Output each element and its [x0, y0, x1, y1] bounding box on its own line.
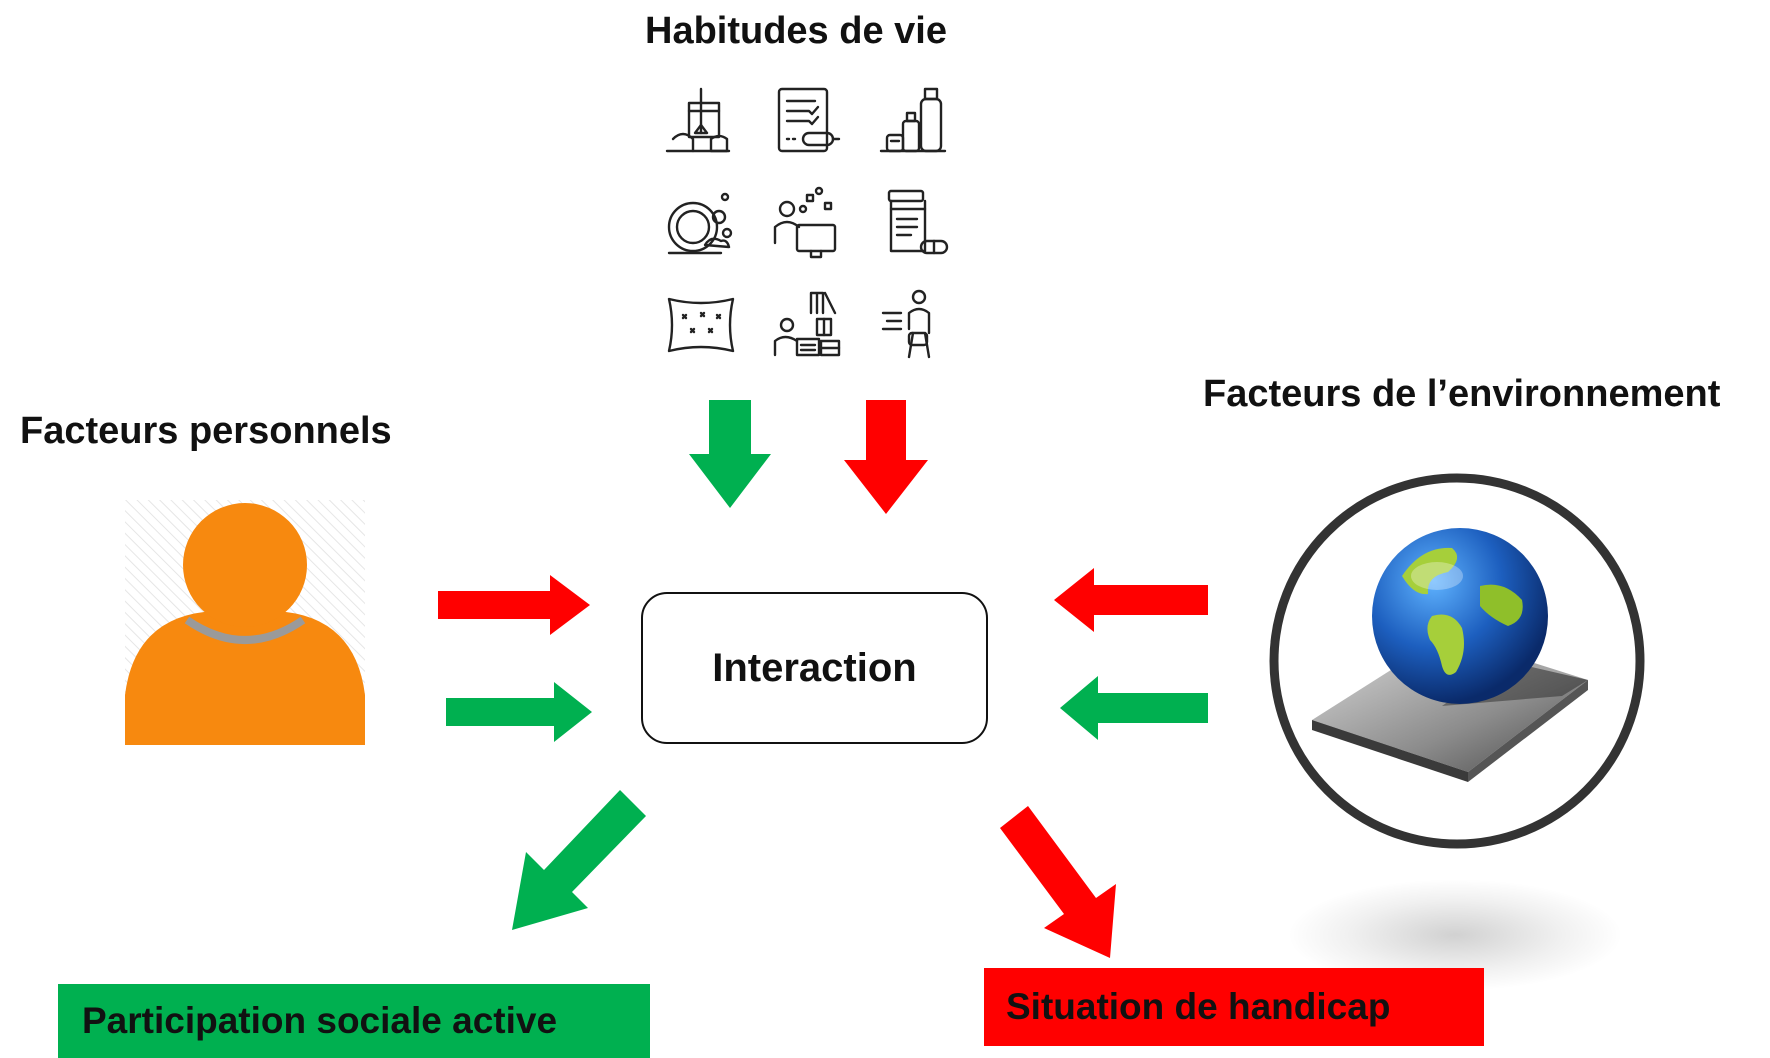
participation-outcome-label: Participation sociale active	[58, 984, 650, 1058]
medicine-jar-icon	[860, 172, 966, 274]
personal-negative-arrow	[438, 575, 590, 635]
person-moving-icon	[860, 274, 966, 376]
reading-library-icon	[754, 274, 860, 376]
habits-positive-arrow	[689, 400, 771, 508]
participation-outcome-text: Participation sociale active	[82, 1000, 558, 1041]
environment-positive-arrow	[1060, 676, 1208, 740]
pillow-icon	[648, 274, 754, 376]
cleaning-bucket-icon	[648, 70, 754, 172]
cosmetics-bottles-icon	[860, 70, 966, 172]
globe-icon	[1269, 473, 1645, 849]
habitudes-de-vie-title: Habitudes de vie	[645, 10, 947, 52]
positive-outcome-arrow	[512, 790, 646, 930]
interaction-label: Interaction	[712, 645, 917, 690]
environment-negative-arrow	[1054, 568, 1208, 632]
person-icon	[125, 500, 365, 745]
habits-negative-arrow	[844, 400, 928, 514]
handicap-outcome-text: Situation de handicap	[1006, 986, 1391, 1027]
personal-factors-title: Facteurs personnels	[20, 410, 392, 452]
dishwashing-icon	[648, 172, 754, 274]
interaction-box: Interaction	[641, 592, 988, 744]
personal-positive-arrow	[446, 682, 592, 742]
checklist-icon	[754, 70, 860, 172]
person-computer-icon	[754, 172, 860, 274]
life-habits-icon-grid	[648, 70, 966, 370]
negative-outcome-arrow	[1000, 806, 1116, 958]
environment-factors-title: Facteurs de l’environnement	[1203, 373, 1721, 415]
handicap-outcome-label: Situation de handicap	[984, 968, 1484, 1046]
